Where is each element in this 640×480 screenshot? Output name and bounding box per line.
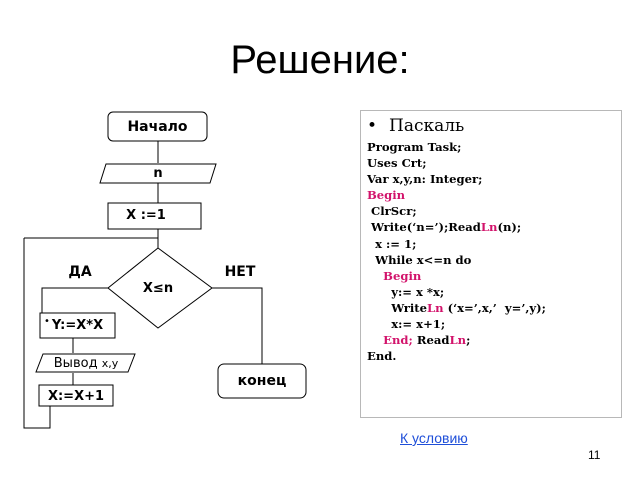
increment-label: X:=X+1 [47, 389, 105, 404]
code-line: Uses Crt; [367, 156, 427, 171]
slide-title: Решение: [230, 38, 410, 82]
code-line: End; ReadLn; [383, 333, 471, 348]
end-label: конец [237, 373, 287, 389]
code-line: x := 1; [367, 236, 417, 251]
no-label: НЕТ [224, 264, 256, 280]
bullet-dot: • [44, 316, 50, 327]
code-line: ClrScr; [367, 204, 417, 219]
code-line: Write(‘n=’);ReadLn(n); [367, 220, 522, 235]
compute-process [39, 312, 116, 339]
increment-process [38, 384, 114, 407]
bullet-icon: • [367, 116, 378, 136]
code-line: Begin [367, 188, 406, 203]
code-panel [360, 110, 622, 418]
start-label: Начало [127, 119, 188, 135]
code-line: While x<=n do [367, 252, 472, 267]
input-label: n [153, 166, 163, 181]
compute-label: Y:=X*X [51, 318, 104, 333]
code-line: Begin [383, 268, 422, 283]
link-label[interactable]: К условию [400, 430, 468, 446]
yes-branch-line [41, 287, 108, 313]
code-line: End. [367, 349, 397, 364]
start-terminator [107, 111, 208, 142]
condition-diamond [107, 247, 213, 329]
code-line: Program Task; [367, 140, 462, 154]
init-process [107, 202, 202, 230]
end-terminator [217, 363, 307, 399]
no-branch-line [212, 287, 263, 364]
code-line: WriteLn (‘x=’,x,’ y=’,y); [367, 300, 546, 315]
condition-label: X≤n [142, 281, 174, 296]
code-listing: Program Task; Uses Crt;Var x,y,n: Integer… [367, 139, 546, 364]
loop-back-line [23, 238, 51, 429]
code-line: x:= x+1; [367, 317, 446, 332]
code-line: y:= x *x; [367, 284, 445, 299]
input-parallelogram [99, 163, 217, 184]
output-vars: x,y [101, 357, 119, 370]
yes-label: ДА [68, 264, 92, 280]
language-heading: • Паскаль [367, 116, 464, 136]
language-label: Паскаль [389, 116, 465, 136]
page-number: 11 [588, 448, 601, 462]
output-prefix: Вывод [53, 356, 98, 371]
output-label: Вывод x,y [38, 357, 134, 370]
code-line: Var x,y,n: Integer; [367, 172, 483, 187]
init-label: X :=1 [126, 208, 166, 223]
back-to-task-link[interactable]: К условию [400, 429, 470, 447]
output-parallelogram [35, 353, 136, 373]
